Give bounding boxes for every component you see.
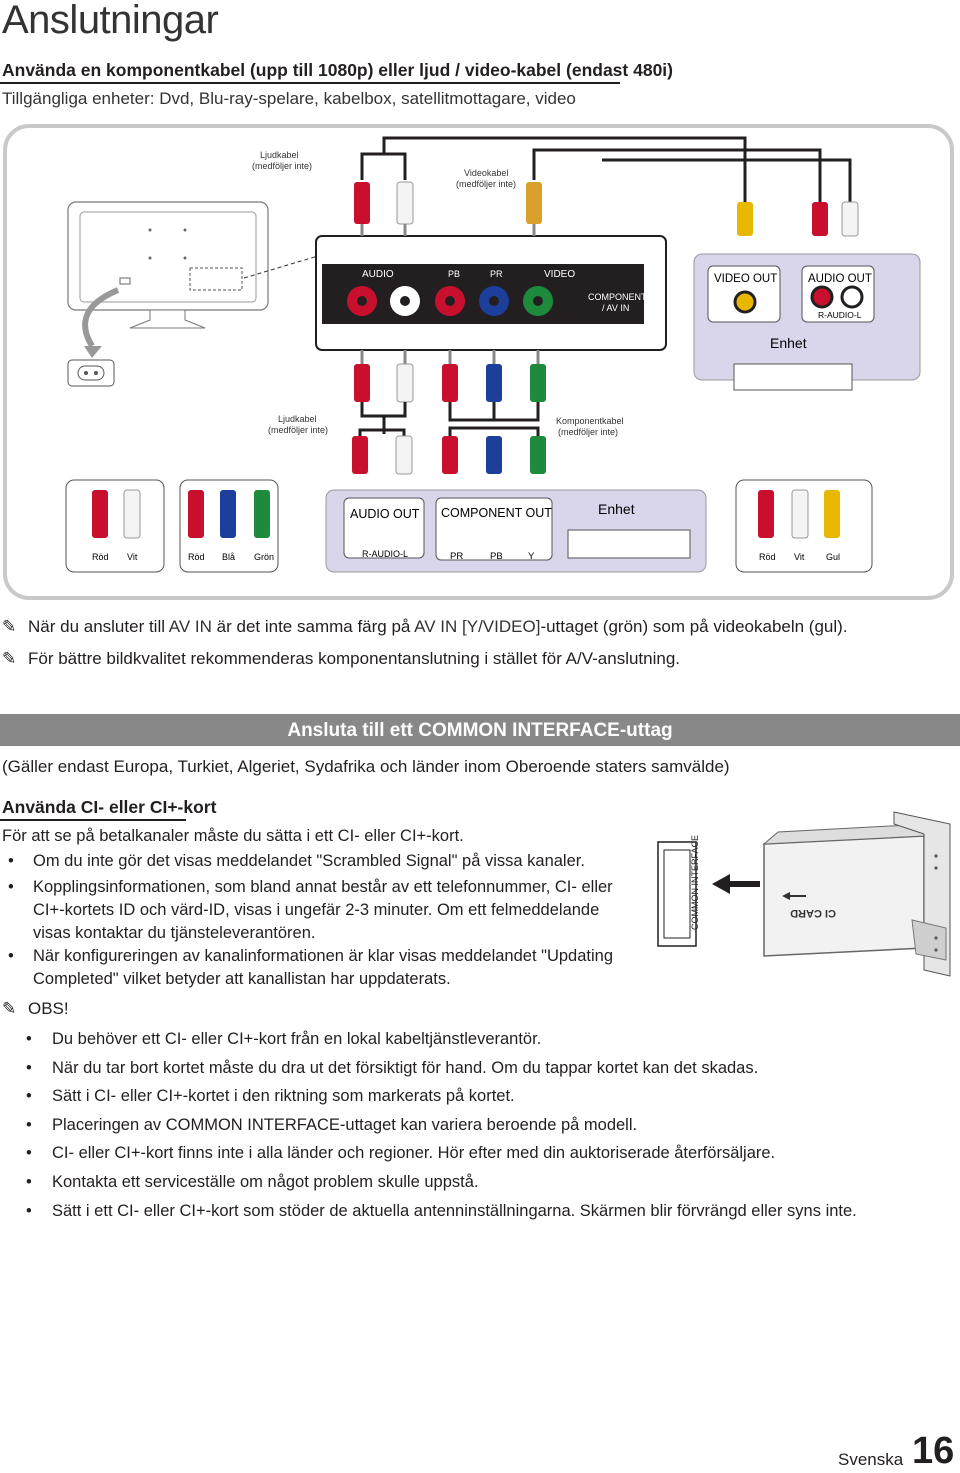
available-devices-text: Tillgängliga enheter: Dvd, Blu-ray-spela… [2,89,576,108]
panel-component-label-1: COMPONENT [588,292,647,302]
component-cable-label-1: Komponentkabel [556,416,624,426]
panel-component-label-2: / AV IN [602,303,629,313]
legend-mid-2: Grön [254,552,274,562]
list-item: •Kopplingsinformationen, som bland annat… [8,878,613,942]
lower-dvd-player-icon [567,529,691,559]
audio-cable-mid-label-1: Ljudkabel [278,414,317,424]
tv-panel-jacks [347,286,553,316]
upper-device-jacks [733,285,864,314]
upper-device-name: Enhet [770,335,807,351]
ci-intro-text: För att se på betalkanaler måste du sätt… [2,827,464,845]
list-item: •Sätt i ett CI- eller CI+-kort som stöde… [26,1202,857,1220]
pencil-note-icon: ✎ [2,617,17,636]
video-cable-label-1: Videokabel [464,168,508,178]
note-component-quality: ✎För bättre bildkvalitet rekommenderas k… [2,649,681,668]
connection-diagram: AUDIO VIDEO PB PR COMPONENT / AV IN Ljud… [65,136,921,573]
section-title-component: Använda en komponentkabel (upp till 1080… [2,60,673,80]
ci-card-label: CI CARD [790,907,836,919]
list-item: •Placeringen av COMMON INTERFACE-uttaget… [26,1116,638,1134]
obs-heading: ✎OBS! [2,999,69,1018]
audio-cable-mid-label-2: (medföljer inte) [268,425,328,435]
video-cable-label-2: (medföljer inte) [456,179,516,189]
device-r-audio-l-label: R-AUDIO-L [818,310,862,320]
lower-plugs [352,435,546,475]
page-number: 16 [912,1430,955,1472]
power-inlet-icon [67,287,120,387]
subsection-title-ci-card: Använda CI- eller CI+-kort [2,797,217,817]
legend-right-0: Röd [759,552,776,562]
section-header-bar [0,714,960,746]
lower-device-name: Enhet [598,501,635,517]
pencil-note-icon: ✎ [2,999,17,1018]
panel-pr-label: PR [490,269,503,279]
region-scope-text: (Gäller endast Europa, Turkiet, Algeriet… [2,757,730,776]
list-item: •CI- eller CI+-kort finns inte i alla lä… [26,1144,776,1162]
bottom-y-label: Y [528,551,535,562]
legend-box-audio [65,479,165,573]
legend-right-1: Vit [794,552,805,562]
device-audio-out-label: AUDIO OUT [808,273,872,285]
tv-back-illustration [67,201,269,329]
bottom-component-out-label: COMPONENT OUT [441,506,552,520]
audio-cable-top-label-2: (medföljer inte) [252,161,312,171]
bottom-pb-label: PB [490,551,503,562]
section-underline [0,82,620,84]
middle-cables [358,402,540,436]
list-item: •Om du inte gör det visas meddelandet "S… [8,852,585,870]
list-item: •När du tar bort kortet måste du dra ut … [26,1059,759,1077]
list-item: •Du behöver ett CI- eller CI+-kort från … [26,1030,542,1048]
insert-arrow-icon [712,874,730,894]
top-plugs [354,181,859,237]
legend-mid-0: Röd [188,552,205,562]
list-item: •Kontakta ett serviceställe om något pro… [26,1173,479,1191]
legend-left-0: Röd [92,552,109,562]
panel-video-label: VIDEO [544,269,575,280]
legend-right-2: Gul [826,552,840,562]
footer-language: Svenska [838,1450,904,1469]
bottom-pr-label: PR [450,551,463,562]
bottom-r-audio-l-label: R-AUDIO-L [362,549,408,559]
upper-dvd-player-icon [733,363,853,391]
legend-plugs [92,489,840,539]
subsection-underline [0,819,186,821]
component-cable-label-2: (medföljer inte) [558,427,618,437]
audio-cable-top-label-1: Ljudkabel [260,150,299,160]
page-title: Anslutningar [2,0,219,42]
bottom-audio-out-label: AUDIO OUT [350,507,420,521]
common-interface-slot-label: COMMON INTERFACE [690,835,700,930]
middle-plugs [354,350,546,403]
section-title-common-interface: Ansluta till ett COMMON INTERFACE-uttag [287,720,673,741]
list-item: •Sätt i CI- eller CI+-kortet i den riktn… [26,1087,515,1105]
panel-pb-label: PB [448,269,460,279]
panel-audio-label: AUDIO [362,269,394,280]
note-av-in-color: ✎När du ansluter till AV IN är det inte … [2,617,848,636]
top-cables [360,136,852,202]
legend-left-1: Vit [127,552,138,562]
connection-diagram-frame [3,124,954,600]
pencil-note-icon: ✎ [2,649,17,668]
legend-mid-1: Blå [222,552,235,562]
device-video-out-label: VIDEO OUT [714,273,777,285]
list-item: •När konfigureringen av kanalinformation… [8,947,614,988]
ci-card-illustration: COMMON INTERFACE CI CARD [657,811,951,977]
